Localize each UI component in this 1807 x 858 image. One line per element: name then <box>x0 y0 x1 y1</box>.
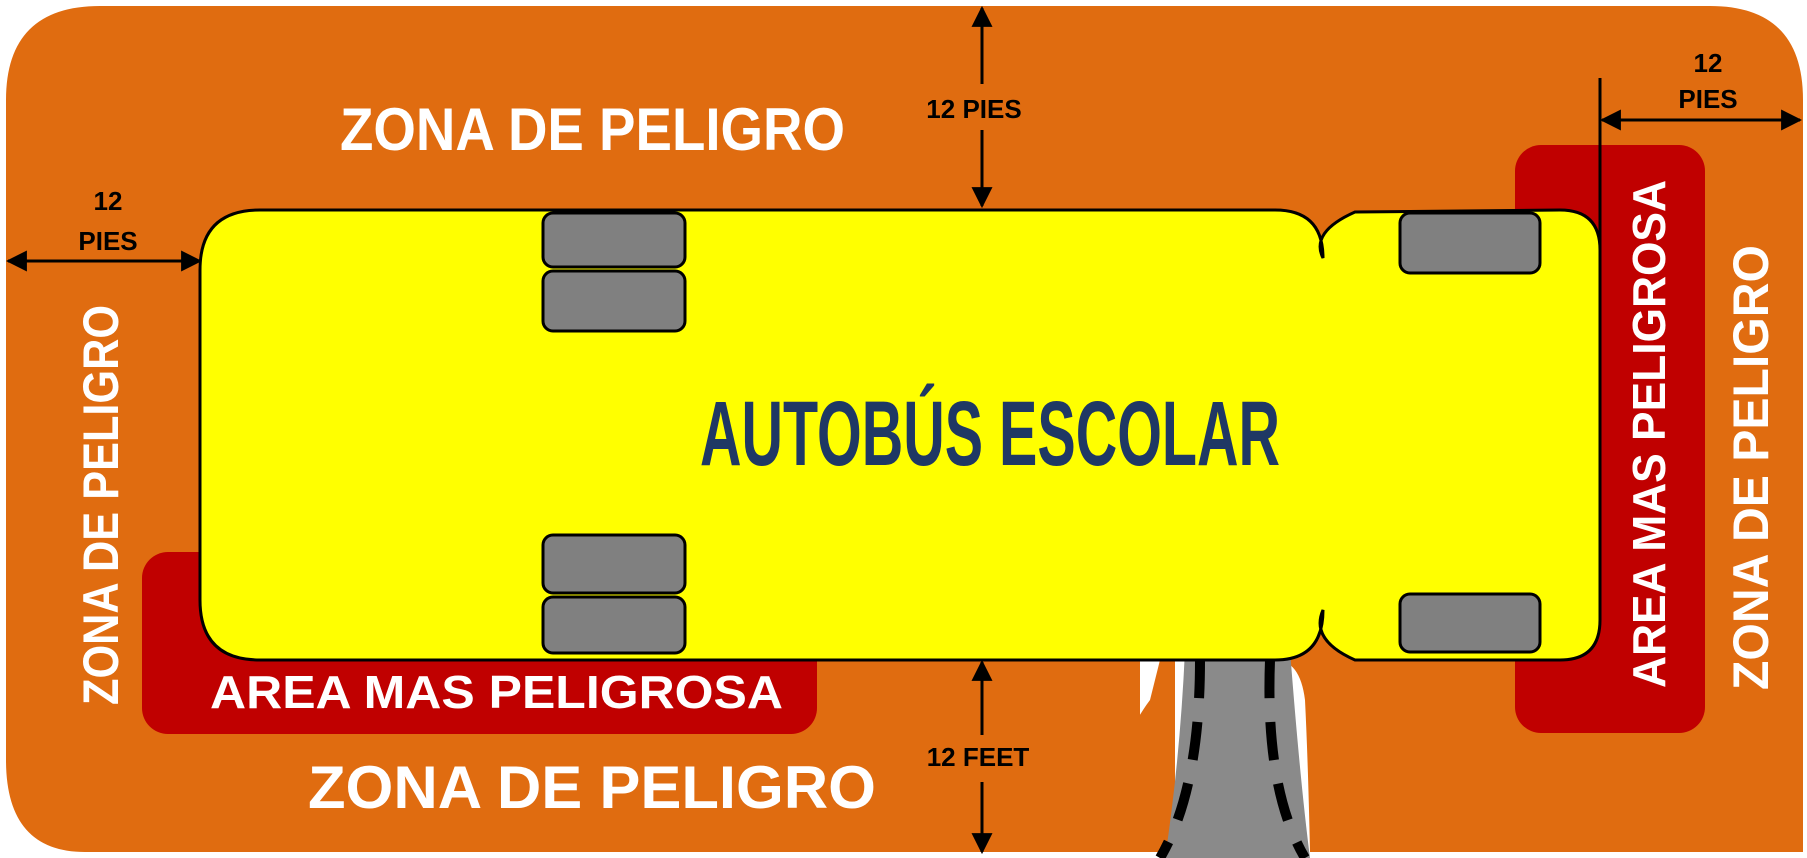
zona-label-top: ZONA DE PELIGRO <box>340 96 845 163</box>
measure-left-number: 12 <box>94 186 123 216</box>
zona-label-left: ZONA DE PELIGRO <box>73 305 129 705</box>
measure-right-unit: PIES <box>1678 84 1737 114</box>
wheel-bottom-front <box>1398 592 1542 654</box>
measure-arrows <box>5 5 1803 855</box>
measure-left-unit: PIES <box>78 226 137 256</box>
measure-right-number: 12 <box>1694 48 1723 78</box>
wheel-bottom-rear-inner <box>541 533 687 595</box>
road <box>1155 650 1310 858</box>
wheels <box>541 211 1542 655</box>
measure-bottom-label: 12 FEET <box>927 742 1030 772</box>
area-label-bottom: AREA MAS PELIGROSA <box>210 666 783 718</box>
road-right-lane-line <box>1264 659 1310 858</box>
wheel-top-front <box>1398 211 1542 275</box>
wheel-bottom-rear-outer <box>541 595 687 655</box>
zona-label-bottom: ZONA DE PELIGRO <box>308 754 876 821</box>
zona-label-right: ZONA DE PELIGRO <box>1723 245 1779 690</box>
measure-top-label: 12 PIES <box>926 94 1021 124</box>
bus-title: AUTOBÚS ESCOLAR <box>700 382 1280 485</box>
area-label-right: AREA MAS PELIGROSA <box>1623 180 1675 688</box>
wheel-top-rear-inner <box>541 269 687 333</box>
road-left-lane-line <box>1155 659 1205 858</box>
wheel-top-rear-outer <box>541 211 687 269</box>
